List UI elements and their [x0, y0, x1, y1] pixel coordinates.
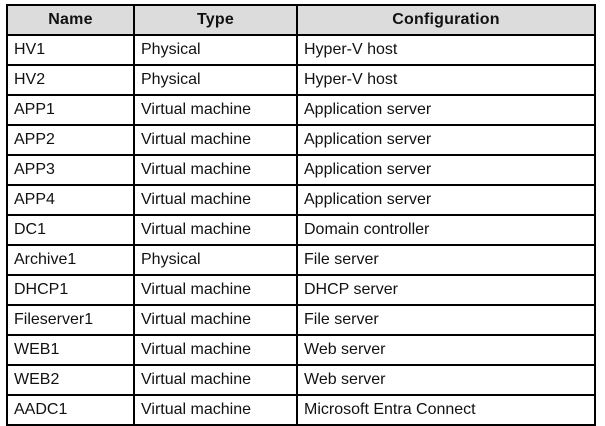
- cell-type: Virtual machine: [133, 304, 298, 336]
- server-inventory-table: Name Type Configuration HV1 Physical Hyp…: [6, 4, 596, 426]
- table-row: WEB2 Virtual machine Web server: [6, 364, 596, 396]
- cell-type: Virtual machine: [133, 274, 298, 306]
- table-row: APP4 Virtual machine Application server: [6, 184, 596, 216]
- cell-type: Physical: [133, 34, 298, 66]
- table-row: HV1 Physical Hyper-V host: [6, 34, 596, 66]
- document-canvas: Name Type Configuration HV1 Physical Hyp…: [6, 4, 596, 426]
- cell-configuration: DHCP server: [296, 274, 596, 306]
- cell-configuration: Hyper-V host: [296, 34, 596, 66]
- table-row: Fileserver1 Virtual machine File server: [6, 304, 596, 336]
- table-row: Archive1 Physical File server: [6, 244, 596, 276]
- table-row: DHCP1 Virtual machine DHCP server: [6, 274, 596, 306]
- cell-configuration: File server: [296, 244, 596, 276]
- cell-configuration: Domain controller: [296, 214, 596, 246]
- cell-name: Fileserver1: [6, 304, 135, 336]
- cell-type: Virtual machine: [133, 154, 298, 186]
- cell-configuration: Application server: [296, 184, 596, 216]
- cell-type: Virtual machine: [133, 214, 298, 246]
- cell-type: Physical: [133, 64, 298, 96]
- table-header-row: Name Type Configuration: [6, 4, 596, 36]
- column-header-type: Type: [133, 4, 298, 36]
- cell-name: WEB1: [6, 334, 135, 366]
- table-row: DC1 Virtual machine Domain controller: [6, 214, 596, 246]
- cell-configuration: Web server: [296, 334, 596, 366]
- table-row: APP1 Virtual machine Application server: [6, 94, 596, 126]
- cell-name: HV1: [6, 34, 135, 66]
- cell-name: APP3: [6, 154, 135, 186]
- cell-name: WEB2: [6, 364, 135, 396]
- table-row: APP3 Virtual machine Application server: [6, 154, 596, 186]
- cell-name: DHCP1: [6, 274, 135, 306]
- cell-name: APP2: [6, 124, 135, 156]
- cell-configuration: File server: [296, 304, 596, 336]
- table-body: HV1 Physical Hyper-V host HV2 Physical H…: [6, 34, 596, 426]
- cell-configuration: Hyper-V host: [296, 64, 596, 96]
- cell-type: Virtual machine: [133, 94, 298, 126]
- cell-configuration: Application server: [296, 154, 596, 186]
- cell-name: APP1: [6, 94, 135, 126]
- cell-configuration: Application server: [296, 124, 596, 156]
- table-row: WEB1 Virtual machine Web server: [6, 334, 596, 366]
- column-header-name: Name: [6, 4, 135, 36]
- cell-name: HV2: [6, 64, 135, 96]
- table-row: HV2 Physical Hyper-V host: [6, 64, 596, 96]
- cell-type: Physical: [133, 244, 298, 276]
- table-row: APP2 Virtual machine Application server: [6, 124, 596, 156]
- column-header-configuration: Configuration: [296, 4, 596, 36]
- cell-type: Virtual machine: [133, 364, 298, 396]
- cell-name: DC1: [6, 214, 135, 246]
- cell-name: Archive1: [6, 244, 135, 276]
- cell-type: Virtual machine: [133, 334, 298, 366]
- cell-configuration: Application server: [296, 94, 596, 126]
- table-header: Name Type Configuration: [6, 4, 596, 36]
- cell-configuration: Web server: [296, 364, 596, 396]
- cell-type: Virtual machine: [133, 124, 298, 156]
- cell-name: APP4: [6, 184, 135, 216]
- cell-type: Virtual machine: [133, 184, 298, 216]
